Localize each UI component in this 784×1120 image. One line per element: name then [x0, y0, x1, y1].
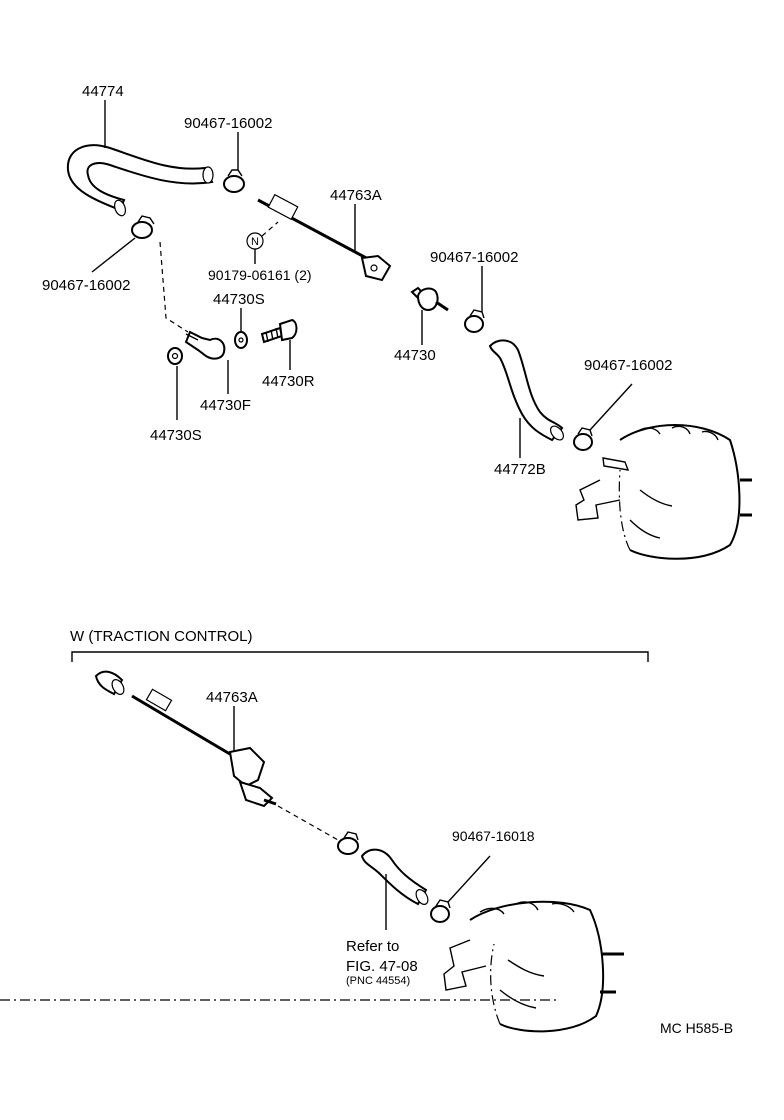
label-clamp-right: 90467-16002 [584, 357, 672, 374]
connection-dash-nut [261, 221, 279, 237]
hose-w [360, 848, 429, 906]
label-44774: 44774 [82, 83, 124, 100]
connection-dash-left [159, 241, 189, 333]
leader-clamp-right [589, 383, 633, 431]
section-w-title: W (TRACTION CONTROL) [70, 628, 252, 645]
leader-clamp-w [447, 855, 491, 903]
label-clamp-top: 90467-16002 [184, 115, 272, 132]
brake-booster-bottom [443, 900, 624, 1033]
nut-marker: N [246, 232, 264, 250]
label-44730: 44730 [394, 347, 436, 364]
svg-text:N: N [251, 236, 259, 248]
clamp-90467-16018 [430, 899, 451, 923]
clamp-w-left [337, 831, 359, 855]
hose-44772b [488, 339, 565, 442]
washer-44730s-bottom [167, 347, 183, 365]
section-w-bracket [71, 651, 649, 662]
label-44730s-top: 44730S [213, 291, 265, 308]
label-44730f: 44730F [200, 397, 251, 414]
label-44763a-w: 44763A [206, 689, 258, 706]
check-valve-44730 [410, 286, 449, 312]
clamp-mid [464, 309, 485, 333]
label-90179: 90179-06161 (2) [208, 267, 312, 283]
pipe-44763a-w [131, 688, 277, 808]
connection-dash-w [277, 805, 339, 841]
washer-44730s-top [234, 331, 248, 349]
refer-line3: (PNC 44554) [346, 975, 410, 987]
label-clamp-w: 90467-16018 [452, 828, 535, 844]
leader-clamp-left [91, 237, 136, 273]
label-44730s-bottom: 44730S [150, 427, 202, 444]
clamp-right [573, 427, 593, 451]
clamp-left [131, 215, 155, 239]
label-clamp-mid: 90467-16002 [430, 249, 518, 266]
hose-stub-w [94, 670, 125, 696]
brake-booster-top [575, 424, 752, 560]
label-44730r: 44730R [262, 373, 315, 390]
check-valve-44730r [260, 318, 298, 344]
figure-code: MC H585-B [660, 1020, 733, 1036]
pipe-44763a [257, 193, 392, 282]
label-clamp-left: 90467-16002 [42, 277, 130, 294]
clamp-top [223, 169, 245, 193]
refer-line1: Refer to [346, 938, 399, 955]
label-44772b: 44772B [494, 461, 546, 478]
hose-44774 [66, 144, 214, 217]
refer-line2: FIG. 47-08 [346, 958, 418, 975]
check-valve-44730f [184, 330, 226, 360]
label-44763a: 44763A [330, 187, 382, 204]
